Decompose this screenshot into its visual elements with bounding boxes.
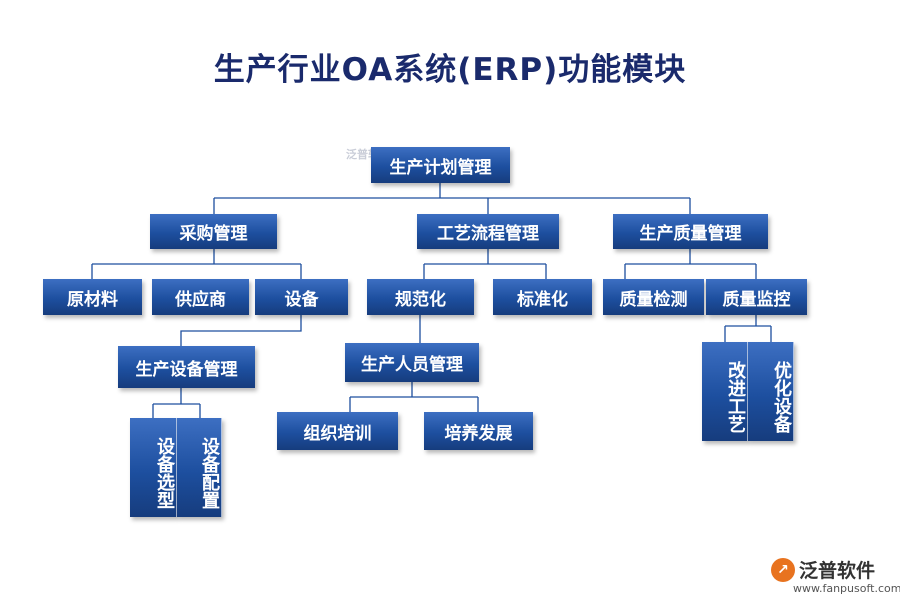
node-improve-process: 改进工艺 xyxy=(702,342,748,441)
brand-name: 泛普软件 xyxy=(799,560,876,582)
brand-mark-icon: ↗ xyxy=(771,557,795,582)
node-purchase-management: 采购管理 xyxy=(150,214,277,249)
node-quality-management: 生产质量管理 xyxy=(613,214,768,249)
node-equipment-selection: 设备选型 xyxy=(130,418,177,517)
node-supplier: 供应商 xyxy=(152,279,249,315)
node-process-management: 工艺流程管理 xyxy=(417,214,559,249)
node-personnel-management: 生产人员管理 xyxy=(345,343,479,382)
node-standardize: 规范化 xyxy=(367,279,474,315)
node-normalize: 标准化 xyxy=(493,279,592,315)
node-production-planning: 生产计划管理 xyxy=(371,147,510,183)
node-equipment-configuration: 设备配置 xyxy=(177,418,222,517)
brand-url: www.fanpusoft.com xyxy=(793,582,900,595)
node-quality-inspection: 质量检测 xyxy=(603,279,704,315)
brand-logo: ↗ 泛普软件 xyxy=(771,556,875,583)
node-equipment: 设备 xyxy=(255,279,348,315)
node-equipment-management: 生产设备管理 xyxy=(118,346,255,388)
diagram-title: 生产行业OA系统(ERP)功能模块 xyxy=(213,52,687,88)
node-quality-monitoring: 质量监控 xyxy=(706,279,807,315)
node-optimize-equipment: 优化设备 xyxy=(748,342,794,441)
node-raw-material: 原材料 xyxy=(43,279,142,315)
node-organize-training: 组织培训 xyxy=(277,412,398,450)
node-cultivate-development: 培养发展 xyxy=(424,412,533,450)
